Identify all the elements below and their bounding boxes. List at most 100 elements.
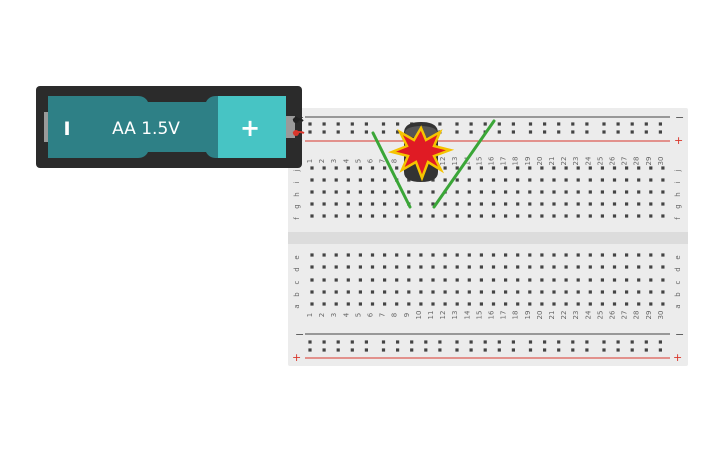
terminal-hole[interactable]: [479, 190, 483, 194]
terminal-hole[interactable]: [322, 202, 326, 206]
terminal-hole[interactable]: [322, 253, 326, 257]
rail-hole[interactable]: [336, 348, 340, 352]
terminal-hole[interactable]: [625, 290, 629, 294]
terminal-hole[interactable]: [661, 290, 665, 294]
rail-hole[interactable]: [308, 122, 312, 126]
rail-hole[interactable]: [497, 130, 501, 134]
rail-hole[interactable]: [528, 122, 533, 126]
terminal-hole[interactable]: [310, 290, 314, 294]
terminal-hole[interactable]: [491, 190, 496, 194]
rail-hole[interactable]: [658, 348, 662, 352]
terminal-hole[interactable]: [370, 214, 375, 218]
rail-hole[interactable]: [557, 348, 561, 352]
rail-hole[interactable]: [424, 348, 428, 352]
rail-hole[interactable]: [497, 340, 501, 344]
terminal-hole[interactable]: [625, 265, 629, 269]
terminal-hole[interactable]: [576, 302, 580, 306]
terminal-hole[interactable]: [576, 202, 580, 206]
terminal-hole[interactable]: [637, 214, 641, 218]
terminal-hole[interactable]: [661, 214, 665, 218]
terminal-hole[interactable]: [443, 253, 447, 257]
terminal-hole[interactable]: [504, 214, 508, 218]
terminal-hole[interactable]: [588, 302, 592, 306]
terminal-hole[interactable]: [443, 278, 447, 282]
terminal-hole[interactable]: [504, 265, 508, 269]
terminal-hole[interactable]: [552, 178, 556, 182]
terminal-hole[interactable]: [564, 190, 568, 194]
terminal-hole[interactable]: [383, 278, 387, 282]
terminal-hole[interactable]: [431, 265, 435, 269]
terminal-hole[interactable]: [564, 265, 568, 269]
terminal-hole[interactable]: [576, 290, 580, 294]
terminal-hole[interactable]: [395, 253, 399, 257]
terminal-hole[interactable]: [649, 214, 653, 218]
terminal-hole[interactable]: [649, 178, 653, 182]
rail-hole[interactable]: [455, 340, 459, 344]
terminal-hole[interactable]: [383, 302, 387, 306]
rail-hole[interactable]: [350, 340, 354, 344]
breadboard-holes[interactable]: [308, 122, 665, 352]
rail-hole[interactable]: [483, 340, 487, 344]
terminal-hole[interactable]: [310, 190, 314, 194]
terminal-hole[interactable]: [346, 202, 350, 206]
terminal-hole[interactable]: [322, 178, 326, 182]
rail-hole[interactable]: [528, 340, 533, 344]
terminal-hole[interactable]: [637, 290, 641, 294]
terminal-hole[interactable]: [625, 190, 629, 194]
terminal-hole[interactable]: [600, 202, 604, 206]
terminal-hole[interactable]: [637, 253, 641, 257]
terminal-hole[interactable]: [576, 190, 580, 194]
rail-hole[interactable]: [364, 122, 368, 126]
terminal-hole[interactable]: [334, 290, 338, 294]
terminal-hole[interactable]: [467, 265, 471, 269]
terminal-hole[interactable]: [419, 290, 423, 294]
terminal-hole[interactable]: [637, 265, 641, 269]
terminal-hole[interactable]: [564, 253, 568, 257]
terminal-hole[interactable]: [661, 202, 665, 206]
rail-hole[interactable]: [528, 348, 533, 352]
terminal-hole[interactable]: [407, 302, 411, 306]
terminal-hole[interactable]: [358, 265, 362, 269]
terminal-hole[interactable]: [334, 214, 338, 218]
terminal-hole[interactable]: [491, 178, 496, 182]
terminal-hole[interactable]: [576, 253, 580, 257]
terminal-hole[interactable]: [455, 265, 459, 269]
rail-hole[interactable]: [543, 122, 547, 126]
jumper-wire-left[interactable]: [371, 131, 412, 209]
terminal-hole[interactable]: [600, 214, 604, 218]
terminal-hole[interactable]: [552, 278, 556, 282]
terminal-hole[interactable]: [625, 214, 629, 218]
terminal-hole[interactable]: [370, 253, 375, 257]
terminal-hole[interactable]: [419, 302, 423, 306]
rail-hole[interactable]: [616, 340, 620, 344]
rail-hole[interactable]: [336, 122, 340, 126]
terminal-hole[interactable]: [564, 278, 568, 282]
terminal-hole[interactable]: [346, 265, 350, 269]
rail-hole[interactable]: [630, 122, 634, 126]
terminal-hole[interactable]: [455, 302, 459, 306]
terminal-hole[interactable]: [358, 278, 362, 282]
rail-hole[interactable]: [616, 348, 620, 352]
terminal-hole[interactable]: [576, 166, 580, 170]
terminal-hole[interactable]: [528, 302, 532, 306]
terminal-hole[interactable]: [552, 190, 556, 194]
terminal-hole[interactable]: [322, 214, 326, 218]
terminal-hole[interactable]: [600, 278, 604, 282]
rail-hole[interactable]: [396, 130, 400, 134]
rail-hole[interactable]: [571, 340, 575, 344]
terminal-hole[interactable]: [649, 202, 653, 206]
terminal-hole[interactable]: [407, 178, 411, 182]
terminal-hole[interactable]: [334, 202, 338, 206]
terminal-hole[interactable]: [322, 302, 326, 306]
terminal-hole[interactable]: [491, 202, 496, 206]
rail-hole[interactable]: [630, 348, 634, 352]
rail-hole[interactable]: [364, 340, 368, 344]
terminal-hole[interactable]: [612, 214, 617, 218]
terminal-hole[interactable]: [564, 166, 568, 170]
terminal-hole[interactable]: [528, 166, 532, 170]
terminal-hole[interactable]: [637, 166, 641, 170]
terminal-hole[interactable]: [552, 265, 556, 269]
terminal-hole[interactable]: [455, 253, 459, 257]
terminal-hole[interactable]: [310, 278, 314, 282]
rail-hole[interactable]: [396, 348, 400, 352]
